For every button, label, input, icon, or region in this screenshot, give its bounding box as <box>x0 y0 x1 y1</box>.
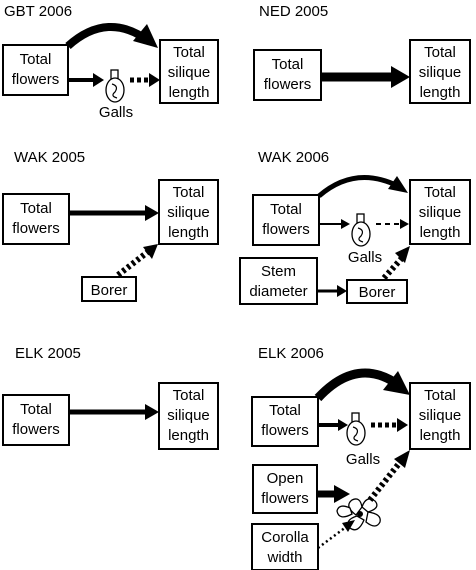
arrowhead <box>337 285 347 297</box>
node-open-flowers <box>252 464 318 514</box>
node-label-line: silique <box>168 64 211 81</box>
node-label-line: flowers <box>261 422 309 439</box>
gall-icon <box>346 412 366 446</box>
panel-elk-2005: ELK 2005 Total flowers Total silique len… <box>2 345 219 450</box>
arrowhead <box>145 404 159 420</box>
arrowhead <box>338 419 348 431</box>
node-total-flowers <box>2 394 70 446</box>
node-label-line: diameter <box>249 283 307 300</box>
arrowhead <box>383 371 410 395</box>
panel-title: WAK 2005 <box>14 149 85 166</box>
arrowhead <box>149 73 160 87</box>
node-label-line: flowers <box>12 220 60 237</box>
node-label-line: Total <box>173 44 205 61</box>
node-label-line: silique <box>419 64 462 81</box>
node-label-line: Total <box>270 201 302 218</box>
arrowhead <box>395 246 410 263</box>
node-label-line: length <box>169 84 210 101</box>
galls-label: Galls <box>348 249 382 266</box>
node-total-silique-length <box>159 39 219 104</box>
node-borer <box>81 276 137 302</box>
arrowhead <box>342 520 355 532</box>
path-arrow-dashed <box>381 255 405 281</box>
node-label-line: Total <box>20 51 52 68</box>
node-total-silique-length <box>158 382 219 450</box>
panel-title: ELK 2006 <box>258 345 324 362</box>
node-label-line: flowers <box>262 221 310 238</box>
node-label-line: Total <box>269 402 301 419</box>
node-label-line: flowers <box>12 71 60 88</box>
node-total-silique-length <box>409 382 471 450</box>
node-label-line: Borer <box>359 284 396 301</box>
flower-icon <box>336 498 381 531</box>
node-label-line: Stem <box>261 263 296 280</box>
panel-ned-2005: NED 2005 Total flowers Total silique len… <box>253 3 471 104</box>
panel-title: GBT 2006 <box>4 3 72 20</box>
node-label-line: width <box>266 549 302 566</box>
arrowhead <box>394 450 410 468</box>
node-label-line: Total <box>20 401 52 418</box>
node-label-line: Total <box>424 184 456 201</box>
path-arrow-dashed <box>367 459 404 502</box>
node-label-line: Total <box>173 387 205 404</box>
panel-gbt-2006: GBT 2006 Total flowers Total silique len… <box>2 3 219 121</box>
node-total-flowers <box>2 44 69 96</box>
gall-icon <box>105 69 125 103</box>
node-label-line: silique <box>419 204 462 221</box>
node-label-line: Borer <box>91 282 128 299</box>
arrowhead <box>93 73 104 87</box>
node-total-flowers <box>253 49 322 101</box>
node-label-line: length <box>420 224 461 241</box>
node-label-line: length <box>420 84 461 101</box>
panel-wak-2005: WAK 2005 Total flowers Total silique len… <box>2 149 219 302</box>
panel-title: ELK 2005 <box>15 345 81 362</box>
node-total-silique-length <box>409 39 471 104</box>
node-stem-diameter <box>239 257 318 305</box>
node-total-silique-length <box>409 179 471 245</box>
arrowhead <box>391 66 410 88</box>
node-total-flowers <box>2 193 70 245</box>
node-label-line: silique <box>167 407 210 424</box>
galls-label: Galls <box>346 451 380 468</box>
node-label-line: Total <box>20 200 52 217</box>
arrowhead <box>334 485 350 503</box>
node-label-line: flowers <box>264 76 312 93</box>
path-arrow-curved <box>317 175 400 198</box>
node-borer <box>346 279 408 304</box>
node-label-line: silique <box>167 204 210 221</box>
arrowhead <box>145 205 159 221</box>
arrowhead <box>341 219 350 229</box>
arrowhead <box>388 176 408 193</box>
node-total-flowers <box>251 396 319 447</box>
arrowhead <box>397 418 408 432</box>
node-label-line: flowers <box>12 421 60 438</box>
panel-elk-2006: ELK 2006 Total flowers Total silique len… <box>251 345 471 570</box>
node-label-line: Open <box>267 470 304 487</box>
node-label-line: Corolla <box>261 529 309 546</box>
path-arrow-dashed <box>116 248 151 278</box>
node-label-line: length <box>420 427 461 444</box>
node-label-line: length <box>168 427 209 444</box>
galls-label: Galls <box>99 104 133 121</box>
node-label-line: Total <box>272 56 304 73</box>
node-label-line: silique <box>419 407 462 424</box>
node-label-line: Total <box>424 44 456 61</box>
panel-wak-2006: WAK 2006 Total flowers Total silique len… <box>239 149 471 305</box>
node-total-flowers <box>252 194 320 246</box>
panel-title: NED 2005 <box>259 3 328 20</box>
node-label-line: Total <box>424 387 456 404</box>
panel-title: WAK 2006 <box>258 149 329 166</box>
node-label-line: flowers <box>261 490 309 507</box>
arrowhead <box>400 219 409 229</box>
node-label-line: length <box>168 224 209 241</box>
node-label-line: Total <box>173 184 205 201</box>
arrowhead <box>143 244 158 259</box>
node-total-silique-length <box>158 179 219 245</box>
arrowhead <box>133 24 158 48</box>
gall-icon <box>351 213 371 247</box>
path-arrow-dashed <box>317 526 347 549</box>
